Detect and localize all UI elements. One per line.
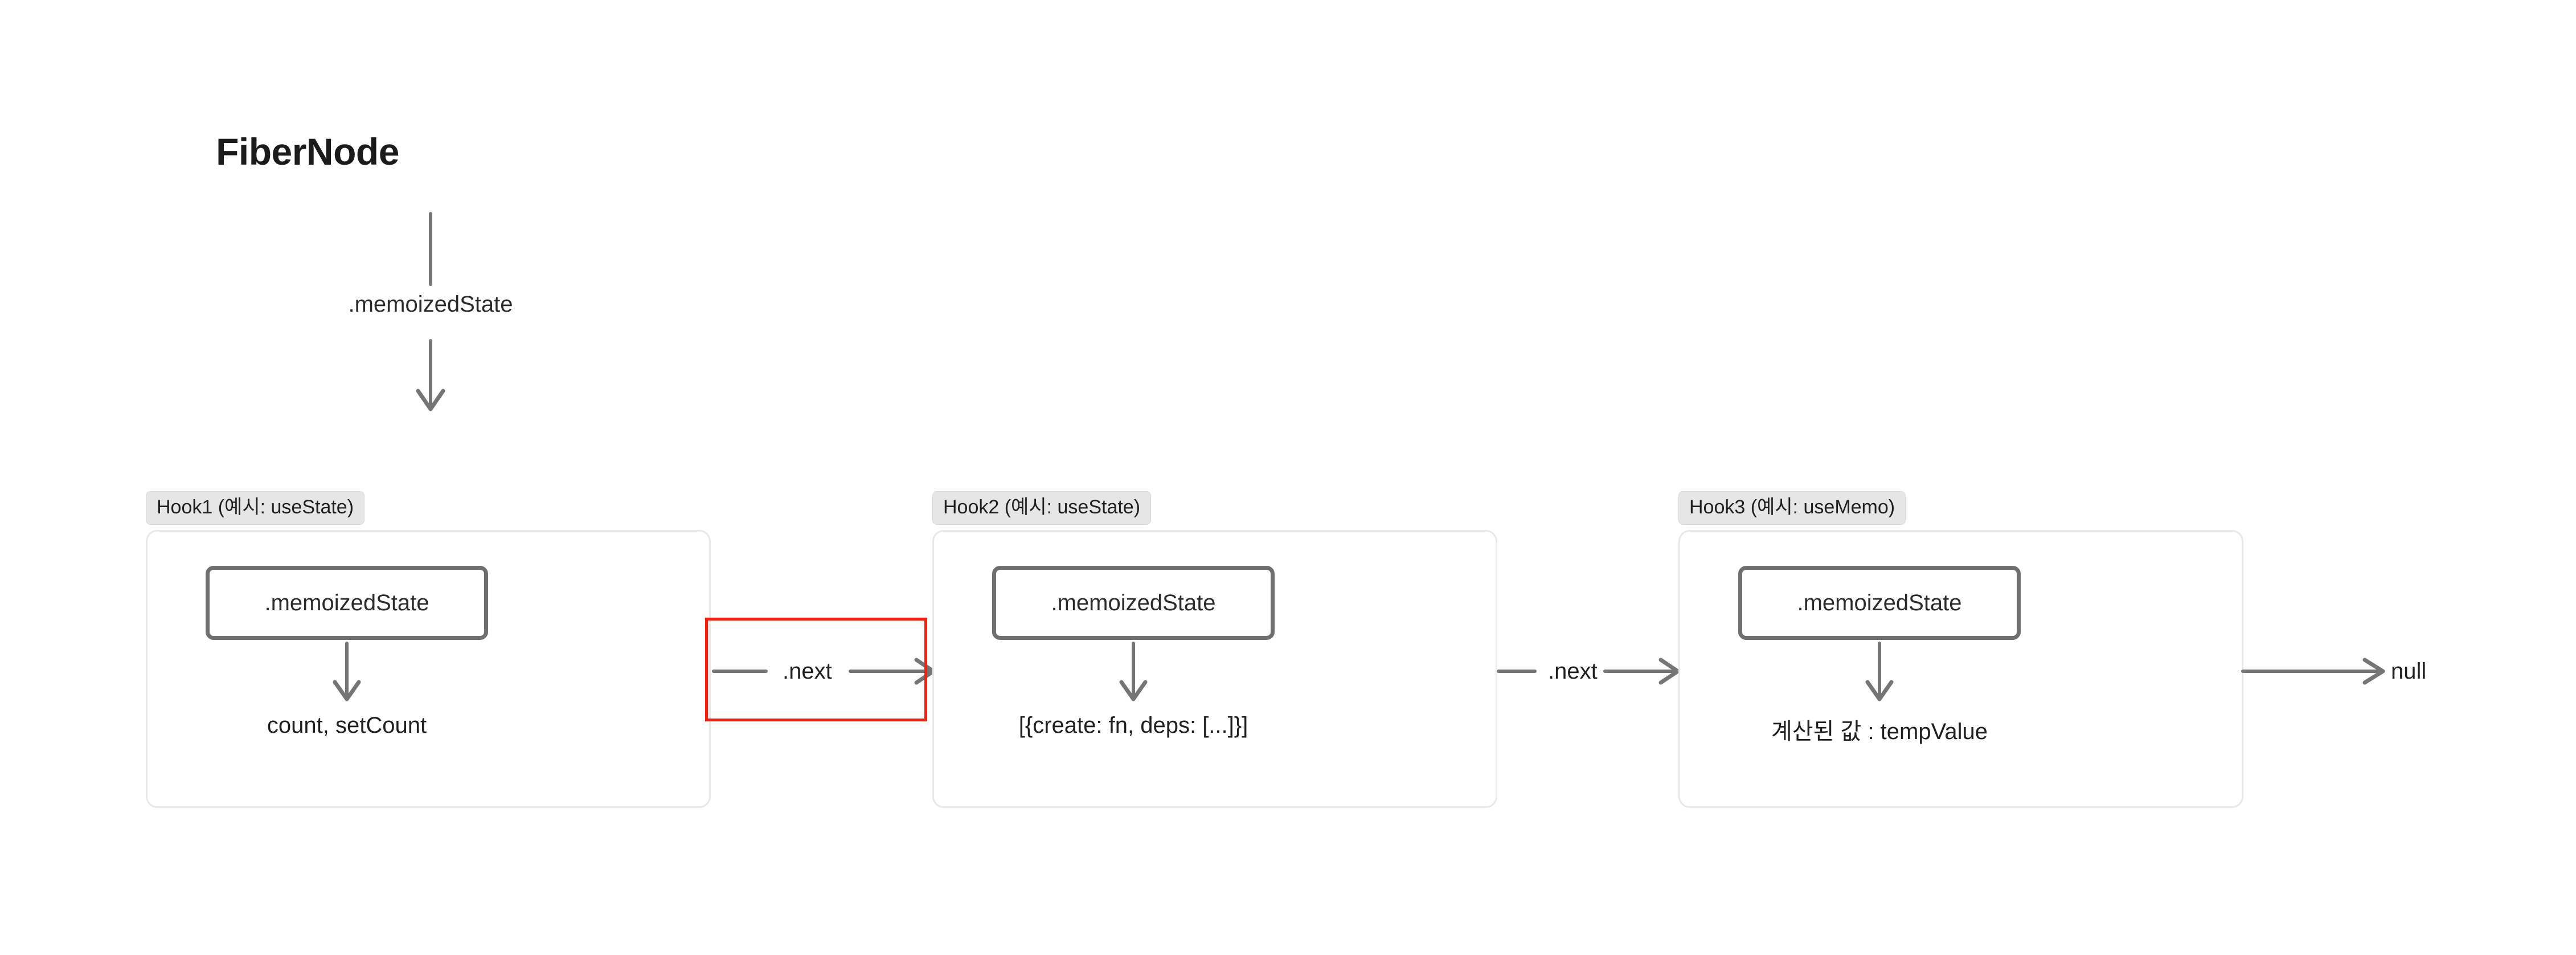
hook-label-pill-2: Hook2 (예시: useState): [932, 491, 1152, 525]
page-title: FiberNode: [216, 130, 399, 173]
hook-column-2: Hook2 (예시: useState) .memoizedState [{cr…: [932, 491, 1497, 810]
hook-label-pill-3: Hook3 (예시: useMemo): [1678, 491, 1906, 525]
root-connector-line: [429, 212, 432, 286]
hook-down-arrow-icon-2: [1116, 642, 1150, 704]
next-connector-1: .next: [712, 654, 936, 688]
root-connector-label: .memoizedState: [348, 292, 513, 317]
memoized-state-box-2: .memoizedState: [992, 566, 1275, 640]
hook-down-arrow-icon-3: [1862, 642, 1897, 704]
hook-value-3: 계산된 값 : tempValue: [1771, 719, 1988, 744]
null-terminal-label: null: [2391, 659, 2427, 684]
hook-card-1: .memoizedState count, setCount: [146, 530, 711, 808]
hook-value-1: count, setCount: [267, 713, 427, 738]
next-connector-2: .next: [1497, 654, 1680, 688]
root-down-arrow-icon: [413, 339, 448, 415]
next-connector-1-label: .next: [783, 659, 832, 684]
hook-card-3: .memoizedState 계산된 값 : tempValue: [1678, 530, 2243, 808]
hook-column-1: Hook1 (예시: useState) .memoizedState coun…: [146, 491, 711, 810]
hook-value-2: [{create: fn, deps: [...]}]: [1018, 713, 1248, 738]
next-connector-2-line-left: [1497, 670, 1537, 673]
hook-down-arrow-icon-1: [330, 642, 364, 704]
next-connector-2-arrow-icon: [1603, 655, 1680, 687]
next-connector-1-line-left: [712, 670, 768, 673]
hook-column-3: Hook3 (예시: useMemo) .memoizedState 계산된 값…: [1678, 491, 2243, 810]
next-connector-1-arrow-icon: [849, 655, 936, 687]
memoized-state-box-3: .memoizedState: [1738, 566, 2021, 640]
hook-label-pill-1: Hook1 (예시: useState): [146, 491, 365, 525]
hook-card-2: .memoizedState [{create: fn, deps: [...]…: [932, 530, 1497, 808]
memoized-state-box-1: .memoizedState: [206, 566, 488, 640]
null-connector-arrow-icon: [2241, 655, 2385, 687]
next-connector-2-label: .next: [1548, 659, 1598, 684]
